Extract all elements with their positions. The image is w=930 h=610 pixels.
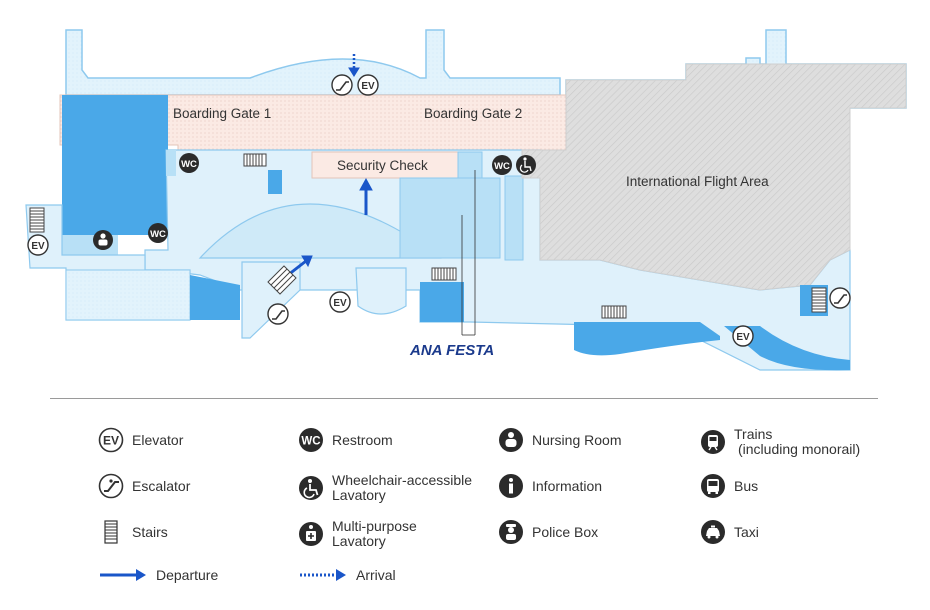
left-block (62, 95, 168, 235)
legend-label: Police Box (532, 523, 599, 540)
legend-departure: Departure (98, 566, 218, 584)
escalator-steps (267, 265, 297, 295)
legend-label: Multi-purpose (332, 518, 417, 534)
label-boarding-gate-2: Boarding Gate 2 (424, 106, 522, 121)
svg-text:WC: WC (301, 436, 320, 448)
stairs-icon (811, 287, 827, 313)
svg-text:WC: WC (494, 161, 510, 172)
svg-text:WC: WC (181, 159, 197, 170)
legend-taxi: Taxi (700, 519, 759, 545)
legend-label: Taxi (734, 523, 759, 540)
svg-text:EV: EV (333, 298, 347, 309)
wheelchair-icon (516, 155, 536, 175)
stairs-icon (104, 520, 118, 544)
ana-festa-logo: ANA FESTA (409, 342, 494, 359)
multipurpose-lavatory-icon (299, 522, 323, 546)
stairs-icon (601, 305, 627, 319)
nursing-room-icon (499, 428, 523, 452)
svg-text:EV: EV (736, 332, 750, 343)
restroom-icon: WC (492, 155, 512, 175)
legend-nursing-room: Nursing Room (498, 427, 621, 453)
elevator-icon: EV (98, 427, 124, 453)
elevator-icon: EV (357, 74, 379, 96)
legend-elevator: EV Elevator (98, 427, 183, 453)
shop-ana-festa (420, 282, 464, 322)
nursing-room-icon (93, 230, 113, 250)
legend-label: Wheelchair-accessible (332, 472, 473, 488)
legend-label: Information (532, 477, 603, 494)
floor-map: Boarding Gate 1 Boarding Gate 2 Security… (25, 29, 907, 371)
legend-restroom: WC Restroom (298, 427, 393, 453)
information-icon (499, 474, 523, 498)
divider (50, 398, 878, 399)
arrival-arrow-icon (300, 569, 346, 581)
legend-escalator: Escalator (98, 473, 190, 499)
elevator-icon: EV (732, 325, 754, 347)
legend-label: Restroom (332, 431, 393, 448)
escalator-icon (829, 287, 851, 309)
legend-label: Lavatory (332, 487, 386, 503)
escalator-icon (267, 303, 289, 325)
restroom-icon: WC (148, 223, 168, 243)
legend-label: Arrival (356, 566, 396, 583)
police-box-icon (499, 520, 523, 544)
legend-bus: Bus (700, 473, 758, 499)
escalator-icon (331, 74, 353, 96)
escalator-icon (98, 473, 124, 499)
legend-stairs: Stairs (98, 519, 168, 545)
svg-text:EV: EV (103, 434, 119, 448)
stairs-icon (243, 153, 267, 167)
stairs-icon (431, 267, 457, 281)
legend-label: Escalator (132, 477, 191, 494)
arrival-arrow (348, 54, 360, 77)
departure-arrow-icon (100, 569, 146, 581)
label-security-check: Security Check (337, 158, 428, 173)
elevator-icon: EV (27, 234, 49, 256)
restroom-icon: WC (299, 428, 323, 452)
legend-information: Information (498, 473, 602, 499)
svg-text:EV: EV (361, 81, 375, 92)
stairs-icon (29, 207, 45, 233)
wheelchair-icon (299, 476, 323, 500)
bus-icon (701, 474, 725, 498)
svg-text:EV: EV (31, 241, 45, 252)
legend-arrival: Arrival (298, 566, 396, 584)
label-boarding-gate-1: Boarding Gate 1 (173, 106, 271, 121)
elevator-icon: EV (329, 291, 351, 313)
legend-label: Nursing Room (532, 431, 622, 448)
legend-label: Trains (734, 426, 773, 442)
svg-text:WC: WC (150, 229, 166, 240)
legend-trains: Trains(including monorail) (700, 427, 860, 457)
legend-label: (including monorail) (738, 441, 861, 457)
train-icon (701, 430, 725, 454)
taxi-icon (701, 520, 725, 544)
legend-police-box: Police Box (498, 519, 598, 545)
legend-label: Lavatory (332, 533, 386, 549)
legend-label: Stairs (132, 523, 168, 540)
legend-label: Bus (734, 477, 759, 494)
legend-label: Elevator (132, 431, 184, 448)
label-international-area: International Flight Area (626, 174, 769, 189)
restroom-icon: WC (179, 153, 199, 173)
legend-label: Departure (156, 566, 219, 583)
